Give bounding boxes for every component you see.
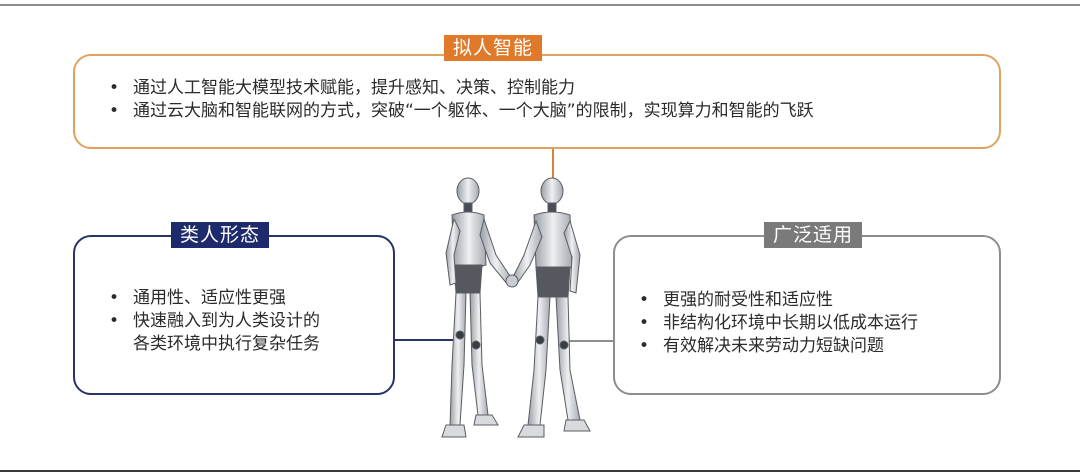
bullet-item: •更强的耐受性和适应性 — [639, 290, 833, 310]
bullet-item: •快速融入到为人类设计的 — [109, 311, 320, 331]
bullet-icon: • — [109, 101, 120, 121]
bullet-icon: • — [639, 336, 650, 356]
right-robot — [511, 177, 591, 438]
connector-right — [567, 340, 613, 342]
bottom-rule — [0, 470, 1080, 472]
broad-applicability-box: •更强的耐受性和适应性 •非结构化环境中长期以低成本运行 •有效解决未来劳动力短… — [613, 235, 1001, 395]
bullet-icon: • — [639, 290, 650, 310]
bullet-item: •有效解决未来劳动力短缺问题 — [639, 336, 884, 356]
broad-applicability-bullets: •更强的耐受性和适应性 •非结构化环境中长期以低成本运行 •有效解决未来劳动力短… — [629, 289, 918, 358]
humanoid-form-title: 类人形态 — [171, 222, 270, 248]
connector-left — [395, 339, 457, 341]
anthropomorphic-intelligence-bullets: •通过人工智能大模型技术赋能，提升感知、决策、控制能力 •通过云大脑和智能联网的… — [99, 77, 814, 123]
top-rule — [0, 4, 1080, 6]
connector-top — [552, 149, 554, 187]
bullet-icon: • — [639, 313, 650, 333]
humanoid-form-bullets: •通用性、适应性更强 •快速融入到为人类设计的 各类环境中执行复杂任务 — [99, 287, 320, 356]
broad-applicability-title: 广泛适用 — [764, 222, 863, 248]
anthropomorphic-intelligence-title: 拟人智能 — [444, 35, 543, 61]
anthropomorphic-intelligence-box: •通过人工智能大模型技术赋能，提升感知、决策、控制能力 •通过云大脑和智能联网的… — [73, 54, 1001, 149]
bullet-continuation: 各类环境中执行复杂任务 — [133, 334, 320, 354]
bullet-icon: • — [109, 311, 120, 331]
bullet-icon: • — [109, 78, 120, 98]
humanoid-form-box: •通用性、适应性更强 •快速融入到为人类设计的 各类环境中执行复杂任务 — [73, 235, 395, 395]
bullet-item: •非结构化环境中长期以低成本运行 — [639, 313, 918, 333]
bullet-item: •通过云大脑和智能联网的方式，突破“一个躯体、一个大脑”的限制，实现算力和智能的… — [109, 101, 814, 121]
left-robot — [441, 177, 513, 438]
handshake-icon — [505, 274, 519, 288]
bullet-item: •通用性、适应性更强 — [109, 288, 286, 308]
bullet-icon: • — [109, 288, 120, 308]
humanoid-robots-handshake-image — [441, 177, 591, 438]
bullet-item: •通过人工智能大模型技术赋能，提升感知、决策、控制能力 — [109, 78, 575, 98]
